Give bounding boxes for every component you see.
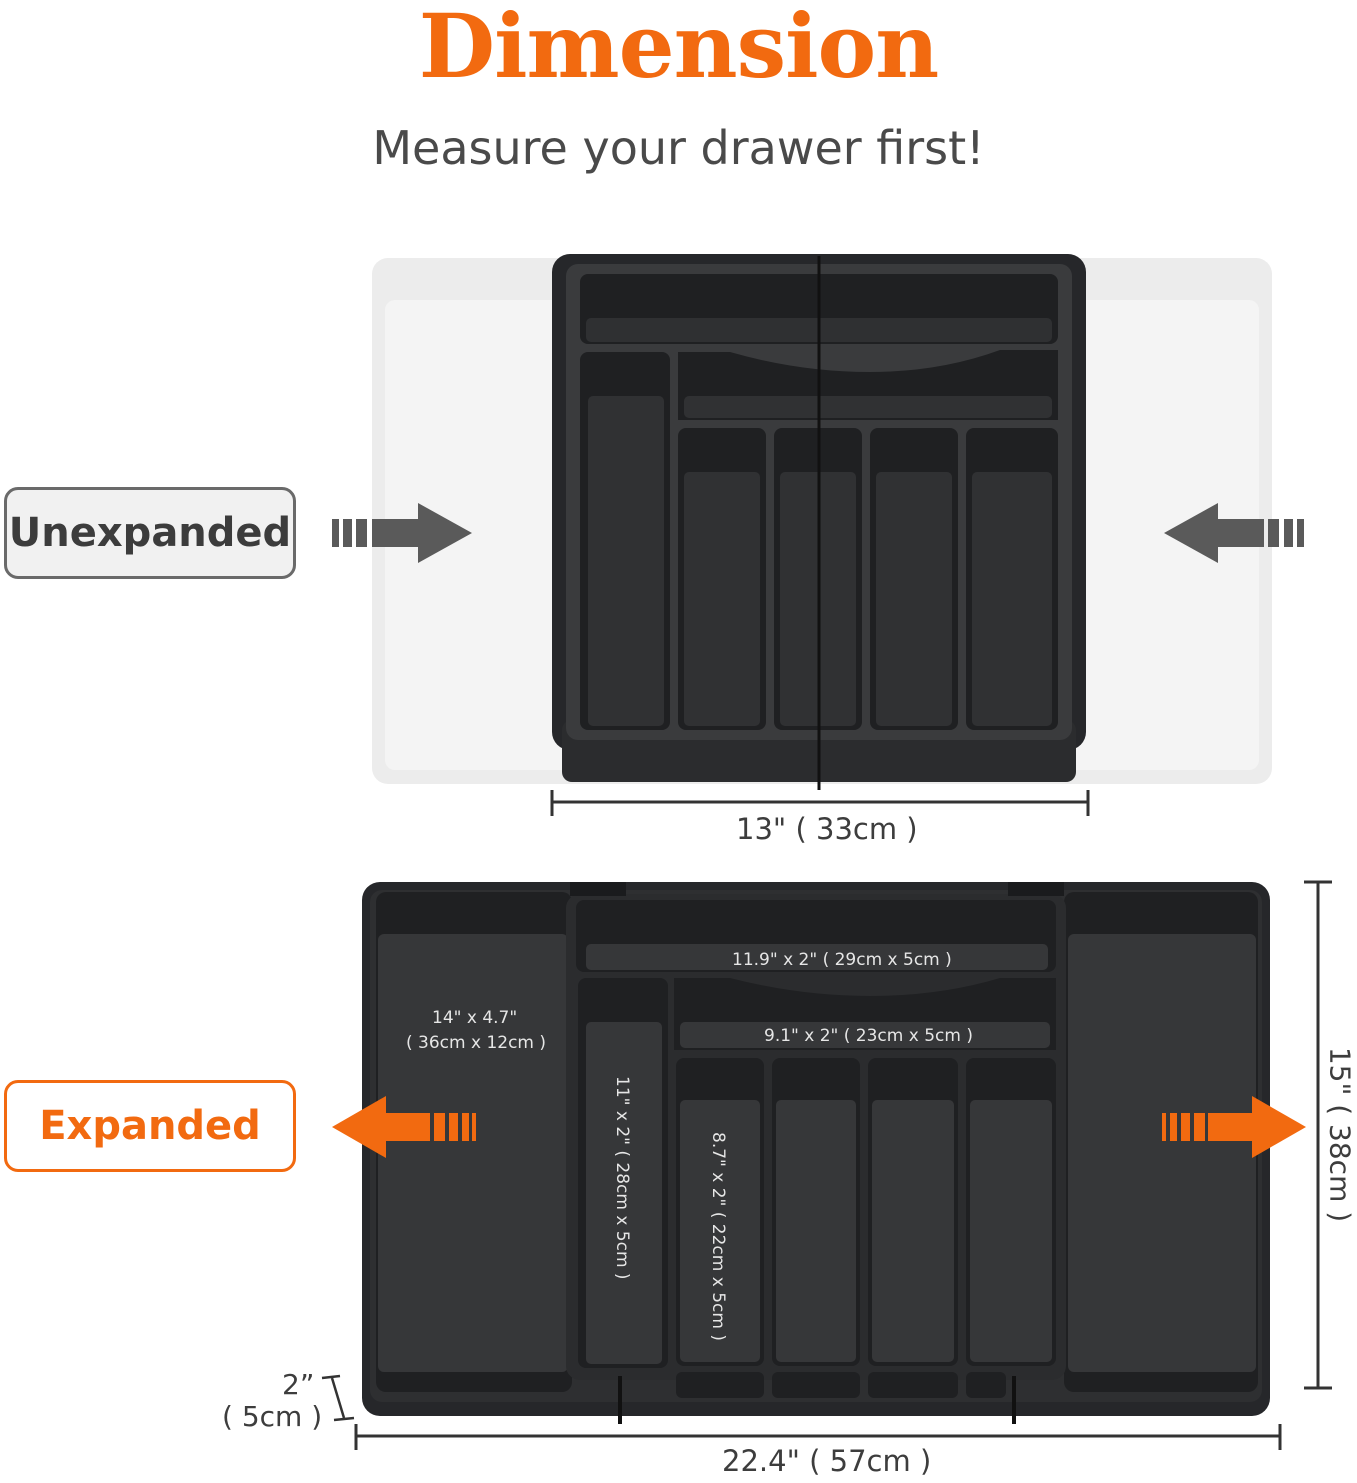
compress-right-arrow-icon xyxy=(1164,503,1304,563)
expanded-organizer xyxy=(362,882,1270,1424)
middle-compartment-dimension: 9.1" x 2" ( 23cm x 5cm ) xyxy=(764,1026,973,1046)
expanded-depth-line xyxy=(1304,880,1332,1390)
expanded-width-text: 22.4" ( 57cm ) xyxy=(722,1444,932,1478)
long-slot-dimension: 11" x 2" ( 28cm x 5cm ) xyxy=(612,1076,632,1280)
height-cm-text: ( 5cm ) xyxy=(222,1400,323,1433)
unexpanded-width-line xyxy=(550,790,1090,816)
unexpanded-label: Unexpanded xyxy=(4,487,296,579)
expanded-label: Expanded xyxy=(4,1080,296,1172)
height-inch-text: 2” xyxy=(282,1368,315,1401)
height-marker xyxy=(321,1374,355,1422)
short-slot-dimension: 8.7" x 2" ( 22cm x 5cm ) xyxy=(708,1132,728,1341)
compress-left-arrow-icon xyxy=(332,503,472,563)
page-title: Dimension xyxy=(418,0,939,98)
expand-left-arrow-icon xyxy=(332,1096,476,1158)
unexpanded-width-text: 13" ( 33cm ) xyxy=(736,812,918,846)
side-compartment-dimension-cm: ( 36cm x 12cm ) xyxy=(406,1033,547,1053)
expand-right-arrow-icon xyxy=(1162,1096,1306,1158)
top-compartment-dimension: 11.9" x 2" ( 29cm x 5cm ) xyxy=(732,950,952,970)
expanded-depth-text: 15" ( 38cm ) xyxy=(1323,1046,1357,1223)
page-subtitle: Measure your drawer first! xyxy=(372,121,985,175)
side-compartment-dimension-in: 14" x 4.7" xyxy=(432,1008,518,1028)
unexpanded-organizer xyxy=(372,254,1272,790)
expanded-width-line xyxy=(354,1424,1282,1450)
